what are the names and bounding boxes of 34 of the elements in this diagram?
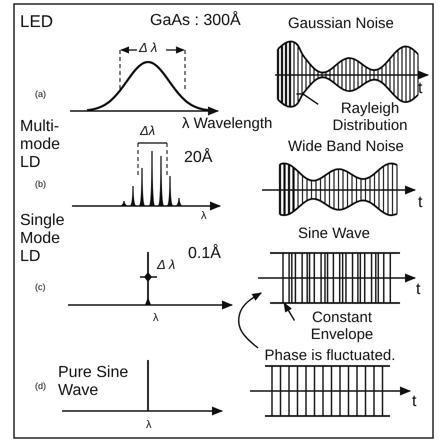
callout-text: Rayleigh Distribution [316, 101, 424, 134]
axis-label: t [418, 195, 422, 212]
linewidth-label: 20Å [184, 150, 212, 167]
axis-label: λ [201, 211, 206, 223]
arrow [283, 302, 296, 321]
waveform-drawing [262, 162, 416, 216]
material-label: GaAs : 300Å [150, 13, 241, 30]
dimension-label: Δ λ [139, 41, 158, 55]
waveform-title: Wide Band Noise [288, 139, 404, 155]
panel-label: (d) [35, 382, 46, 392]
axis-label: t [412, 394, 416, 411]
place-label: LED [20, 13, 54, 31]
source-label: Single Mode LD [20, 212, 66, 266]
waveform-drawing [258, 252, 416, 304]
leader-line [296, 93, 319, 105]
source-label: Pure Sine Wave [58, 364, 130, 400]
axis-label: λ [153, 313, 158, 325]
panel-label: (c) [35, 283, 46, 292]
axis-label: λ Wavelength [182, 116, 272, 132]
callout-text: Phase is fluctuated. [226, 348, 434, 364]
panel-label: (a) [35, 90, 46, 100]
waveform-title: Gaussian Noise [288, 16, 394, 32]
callout-text: Constant Envelope [288, 310, 396, 343]
source-label: Multi-mode LD [20, 118, 62, 172]
arrow [238, 292, 262, 349]
waveform-title: Sine Wave [298, 226, 370, 242]
axis-label: t [418, 81, 422, 98]
waveform-drawing [250, 365, 412, 417]
dimension-label: Δλ [140, 124, 156, 138]
linewidth-label: 0.1Å [188, 246, 221, 263]
axis-label: λ [146, 420, 152, 432]
axis-label: t [416, 282, 420, 299]
dimension-label: Δ λ [157, 258, 176, 272]
panel-label: (b) [35, 180, 46, 190]
